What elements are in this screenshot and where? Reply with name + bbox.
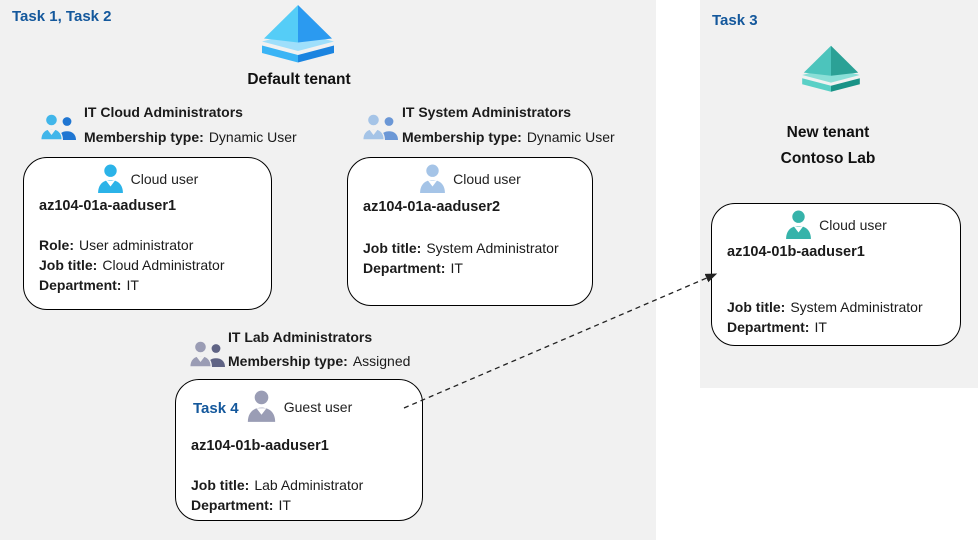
group-icon	[189, 340, 225, 368]
group-title-lab-admins: IT Lab Administrators	[228, 329, 373, 345]
user-type-label: Guest user	[283, 398, 353, 415]
group-title-system-admins: IT System Administrators	[402, 104, 572, 120]
new-tenant-title-line2: Contoso Lab	[780, 150, 876, 167]
user-type-label: Cloud user	[819, 217, 887, 233]
job-line: Job title:System Administrator	[363, 240, 559, 256]
dept-line: Department:IT	[363, 260, 463, 276]
dept-line: Department:IT	[191, 497, 291, 513]
group-icon	[40, 113, 76, 141]
azure-ad-tenant-icon-teal	[802, 45, 860, 92]
cloud-user-icon	[786, 210, 812, 239]
role-line: Role:User administrator	[39, 237, 194, 253]
task-3-label: Task 3	[712, 12, 758, 29]
user-name: az104-01b-aaduser1	[191, 438, 329, 454]
group-membership-lab-admins: Membership type:Assigned	[228, 353, 411, 369]
guest-user-icon	[247, 390, 275, 422]
user-details: Job title:Lab Administrator Department:I…	[191, 475, 363, 515]
guest-user-card: Task 4 Guest user az104-01b-aaduser1 Job…	[175, 379, 423, 521]
job-line: Job title:System Administrator	[727, 299, 923, 315]
card-head: Guest user	[176, 390, 422, 423]
new-tenant-title-line1: New tenant	[786, 124, 870, 141]
user-name: az104-01a-aaduser1	[39, 198, 177, 214]
cloud-user-icon	[97, 164, 123, 193]
card-head: Cloud user	[24, 164, 271, 194]
default-tenant-title: Default tenant	[247, 71, 351, 88]
user-card-aaduser1: Cloud user az104-01a-aaduser1 Role:User …	[23, 157, 272, 310]
job-line: Job title:Lab Administrator	[191, 477, 364, 493]
group-membership-cloud-admins: Membership type:Dynamic User	[84, 129, 297, 145]
group-title-cloud-admins: IT Cloud Administrators	[84, 104, 243, 120]
user-name: az104-01a-aaduser2	[363, 199, 501, 215]
user-type-label: Cloud user	[453, 171, 521, 187]
group-membership-system-admins: Membership type:Dynamic User	[402, 129, 615, 145]
task-1-2-label: Task 1, Task 2	[12, 8, 112, 25]
dept-line: Department:IT	[727, 319, 827, 335]
user-details: Job title:System Administrator Departmen…	[727, 297, 923, 337]
azure-ad-tenant-icon	[262, 5, 334, 63]
job-line: Job title:Cloud Administrator	[39, 257, 225, 273]
dept-line: Department:IT	[39, 277, 139, 293]
user-card-aaduser2: Cloud user az104-01a-aaduser2 Job title:…	[347, 157, 593, 306]
cloud-user-icon	[420, 164, 446, 193]
card-head: Cloud user	[712, 210, 960, 240]
user-details: Job title:System Administrator Departmen…	[363, 238, 559, 278]
user-name: az104-01b-aaduser1	[727, 244, 865, 260]
group-icon	[362, 113, 398, 141]
user-type-label: Cloud user	[130, 171, 199, 187]
new-tenant-user-card: Cloud user az104-01b-aaduser1 Job title:…	[711, 203, 961, 346]
card-head: Cloud user	[348, 164, 592, 194]
task-4-label: Task 4	[193, 400, 239, 417]
user-details: Role:User administrator Job title:Cloud …	[39, 235, 225, 295]
